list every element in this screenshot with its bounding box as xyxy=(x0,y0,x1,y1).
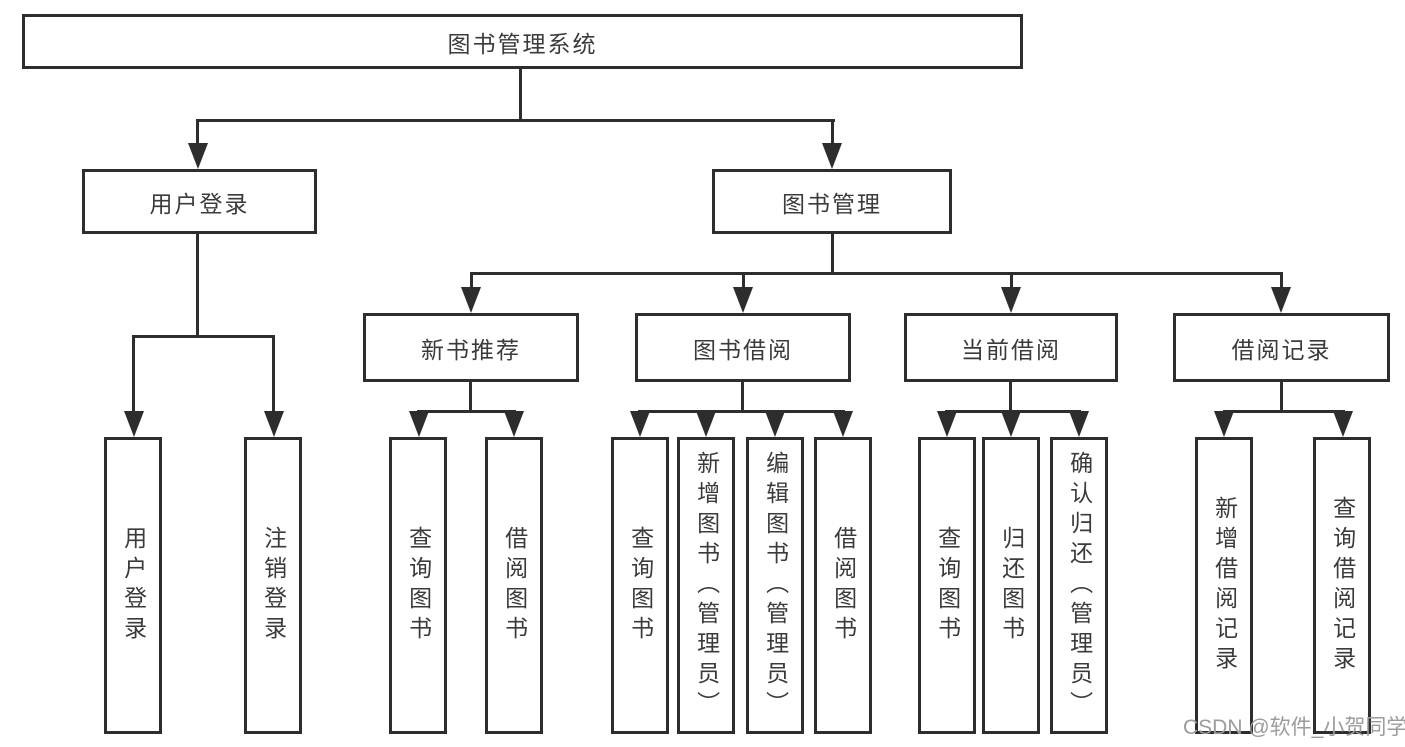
node-book-management-label: 图书管理 xyxy=(782,190,882,217)
connector-line xyxy=(1009,382,1012,412)
arrow-down-icon xyxy=(504,411,524,437)
arrow-down-icon xyxy=(1333,411,1353,437)
node-current-borrow: 当前借阅 xyxy=(904,313,1118,382)
arrow-down-icon xyxy=(461,287,481,313)
leaf-add-borrow-record: 新增借阅记录 xyxy=(1195,437,1253,734)
arrow-down-icon xyxy=(1214,411,1234,437)
leaf-edit-book-admin: 编辑图书（管理员） xyxy=(746,437,804,734)
leaf-query-borrow-record: 查询借阅记录 xyxy=(1313,437,1371,734)
leaf-query-book-recommend-label: 查询图书 xyxy=(405,525,432,646)
connector-line xyxy=(417,410,516,413)
arrow-down-icon xyxy=(937,411,957,437)
connector-line xyxy=(831,121,834,145)
leaf-confirm-return-admin-label: 确认归还（管理员） xyxy=(1066,450,1093,721)
connector-line xyxy=(1280,382,1283,412)
arrow-down-icon xyxy=(264,411,284,437)
arrow-down-icon xyxy=(409,411,429,437)
connector-line xyxy=(470,274,473,289)
leaf-query-book-borrow-label: 查询图书 xyxy=(627,525,654,646)
arrow-down-icon xyxy=(1001,411,1021,437)
node-borrow-record-label: 借阅记录 xyxy=(1231,336,1332,363)
node-book-management: 图书管理 xyxy=(712,169,952,234)
connector-line xyxy=(831,234,834,274)
leaf-query-book-current: 查询图书 xyxy=(918,437,976,734)
connector-line xyxy=(470,272,1283,275)
arrow-down-icon xyxy=(822,143,842,169)
arrow-down-icon xyxy=(696,411,716,437)
connector-line xyxy=(132,335,275,338)
arrow-down-icon xyxy=(1001,287,1021,313)
connector-line xyxy=(1223,410,1345,413)
arrow-down-icon xyxy=(188,143,208,169)
leaf-query-book-recommend: 查询图书 xyxy=(389,437,447,734)
leaf-logout-label: 注销登录 xyxy=(260,525,287,646)
connector-line xyxy=(741,382,744,412)
leaf-query-book-borrow: 查询图书 xyxy=(611,437,669,734)
connector-line xyxy=(196,234,199,337)
leaf-borrow-book-recommend: 借阅图书 xyxy=(485,437,543,734)
leaf-borrow-book: 借阅图书 xyxy=(814,437,872,734)
connector-line xyxy=(519,69,522,121)
node-user-login: 用户登录 xyxy=(82,169,317,234)
connector-line xyxy=(638,410,845,413)
watermark-text: CSDN @软件_小贺同学 xyxy=(1183,716,1405,739)
connector-line xyxy=(1280,274,1283,289)
arrow-down-icon xyxy=(833,411,853,437)
arrow-down-icon xyxy=(124,411,144,437)
arrow-down-icon xyxy=(1069,411,1089,437)
leaf-borrow-book-recommend-label: 借阅图书 xyxy=(501,525,528,646)
node-borrow-record: 借阅记录 xyxy=(1173,313,1390,382)
leaf-query-borrow-record-label: 查询借阅记录 xyxy=(1329,495,1356,676)
leaf-logout: 注销登录 xyxy=(244,437,302,734)
node-current-borrow-label: 当前借阅 xyxy=(961,336,1061,363)
node-new-book-recommend-label: 新书推荐 xyxy=(421,336,521,363)
leaf-user-login-label: 用户登录 xyxy=(120,525,147,646)
arrow-down-icon xyxy=(733,287,753,313)
arrow-down-icon xyxy=(1271,287,1291,313)
node-book-borrow-label: 图书借阅 xyxy=(693,336,793,363)
leaf-user-login: 用户登录 xyxy=(104,437,162,734)
node-user-login-label: 用户登录 xyxy=(149,190,250,217)
leaf-return-book: 归还图书 xyxy=(982,437,1040,734)
connector-line xyxy=(132,337,135,413)
leaf-query-book-current-label: 查询图书 xyxy=(934,525,961,646)
arrow-down-icon xyxy=(765,411,785,437)
leaf-edit-book-admin-label: 编辑图书（管理员） xyxy=(762,450,789,721)
leaf-borrow-book-label: 借阅图书 xyxy=(830,525,857,646)
connector-line xyxy=(1010,274,1013,289)
leaf-add-book-admin: 新增图书（管理员） xyxy=(677,437,735,734)
node-root-label: 图书管理系统 xyxy=(447,30,598,57)
node-root: 图书管理系统 xyxy=(22,14,1023,69)
connector-line xyxy=(469,382,472,412)
leaf-add-book-admin-label: 新增图书（管理员） xyxy=(693,450,720,721)
leaf-add-borrow-record-label: 新增借阅记录 xyxy=(1211,495,1238,676)
arrow-down-icon xyxy=(630,411,650,437)
connector-line xyxy=(196,121,199,145)
leaf-return-book-label: 归还图书 xyxy=(998,525,1025,646)
node-new-book-recommend: 新书推荐 xyxy=(363,313,579,382)
connector-line xyxy=(272,337,275,413)
connector-line xyxy=(742,274,745,289)
connector-line xyxy=(196,119,835,122)
leaf-confirm-return-admin: 确认归还（管理员） xyxy=(1050,437,1108,734)
node-book-borrow: 图书借阅 xyxy=(635,313,851,382)
